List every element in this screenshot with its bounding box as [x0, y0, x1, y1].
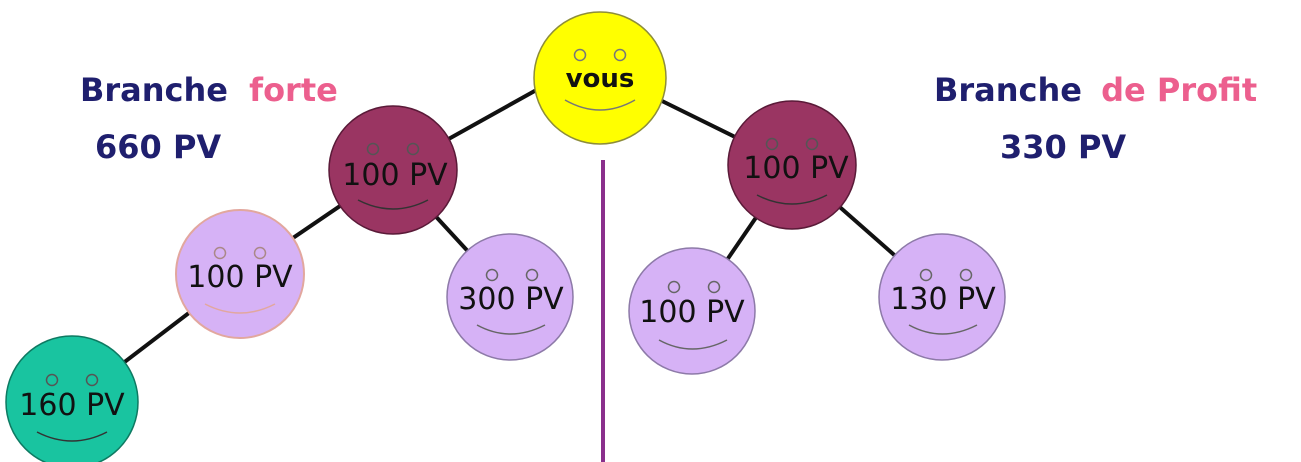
node-left-right: 300 PV: [446, 233, 574, 361]
node-left-left-eye-left: [213, 246, 227, 260]
node-teal-eye-left: [45, 373, 59, 387]
node-right-right-eye-right: [959, 268, 973, 282]
node-right-left: 100 PV: [628, 247, 756, 375]
node-right-left-eye-right: [707, 280, 721, 294]
node-left-right-eye-left: [485, 268, 499, 282]
node-right-right: 130 PV: [878, 233, 1006, 361]
node-teal-label: 160 PV: [19, 388, 125, 423]
node-left-child: 100 PV: [328, 105, 458, 235]
node-right-left-label: 100 PV: [639, 295, 745, 330]
left-branch-highlight: forte: [249, 71, 338, 109]
node-left-right-eye-right: [525, 268, 539, 282]
node-right-right-label: 130 PV: [890, 282, 996, 317]
node-root-face: [533, 11, 667, 145]
node-right-right-eye-left: [919, 268, 933, 282]
node-left-child-smile: [357, 199, 429, 210]
node-right-child-eye-left: [765, 137, 779, 151]
right-branch-pv: 330 PV: [1000, 128, 1126, 166]
node-teal-eye-right: [85, 373, 99, 387]
left-branch-word: Branche: [80, 71, 228, 109]
node-right-left-smile: [658, 339, 728, 350]
node-right-child-eye-right: [805, 137, 819, 151]
node-root-eye-right: [613, 48, 627, 62]
right-branch-title: Branche de Profit: [934, 71, 1257, 109]
node-right-child-smile: [756, 194, 828, 205]
node-left-right-face: [446, 233, 574, 361]
node-root-label: vous: [566, 64, 635, 94]
left-branch-pv: 660 PV: [95, 128, 221, 166]
node-left-right-smile: [476, 324, 546, 335]
node-right-right-face: [878, 233, 1006, 361]
right-branch-word: Branche: [934, 71, 1082, 109]
node-left-left: 100 PV: [175, 209, 305, 339]
node-right-left-eye-left: [667, 280, 681, 294]
node-root: vous: [533, 11, 667, 145]
node-left-left-left: 160 PV: [5, 335, 139, 462]
node-left-child-eye-right: [406, 142, 420, 156]
node-left-left-label: 100 PV: [187, 260, 293, 295]
node-left-child-label: 100 PV: [342, 158, 448, 193]
node-left-child-eye-left: [366, 142, 380, 156]
node-root-eye-left: [573, 48, 587, 62]
node-left-left-smile: [204, 303, 276, 314]
node-teal-smile: [36, 431, 108, 442]
node-left-right-label: 300 PV: [458, 282, 564, 317]
node-left-left-eye-right: [253, 246, 267, 260]
node-right-child-label: 100 PV: [743, 151, 849, 186]
node-right-right-smile: [908, 324, 978, 335]
node-root-smile: [564, 99, 636, 111]
node-right-child: 100 PV: [727, 100, 857, 230]
node-teal-face: [5, 335, 139, 462]
right-branch-highlight: de Profit: [1101, 71, 1257, 109]
left-branch-title: Branche forte: [80, 71, 338, 109]
